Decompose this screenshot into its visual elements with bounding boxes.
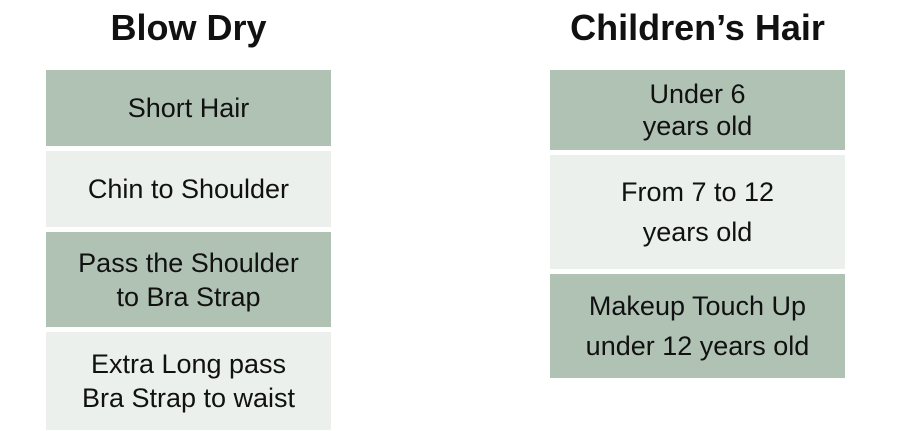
blow-dry-item-short-hair: Short Hair <box>46 70 331 146</box>
childrens-hair-item-under-6: Under 6 years old <box>550 70 845 150</box>
blow-dry-heading: Blow Dry <box>110 7 267 48</box>
blow-dry-item-extra-long: Extra Long pass Bra Strap to waist <box>46 332 331 430</box>
blow-dry-item-pass-shoulder: Pass the Shoulder to Bra Strap <box>46 232 331 327</box>
childrens-hair-item-7-to-12: From 7 to 12 years old <box>550 155 845 269</box>
childrens-hair-item-makeup-touch-up: Makeup Touch Up under 12 years old <box>550 274 845 378</box>
childrens-hair-heading: Children’s Hair <box>570 7 825 48</box>
blow-dry-item-chin-to-shoulder: Chin to Shoulder <box>46 151 331 227</box>
